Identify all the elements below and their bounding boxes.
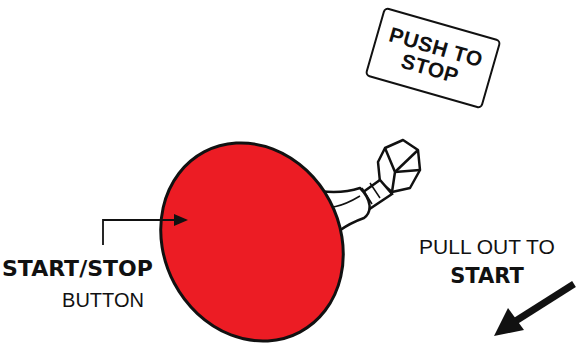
instruction-note: START <box>450 266 524 287</box>
part-name: START/STOP <box>2 258 153 280</box>
instruction-card: PUSH TO STOP <box>364 7 501 110</box>
instruction-note: PULL OUT TO <box>419 236 555 257</box>
leader-arrowhead <box>174 214 188 226</box>
leader-line <box>103 220 178 245</box>
card-text: PUSH TO STOP <box>378 23 488 94</box>
pull-direction-arrow <box>494 284 574 336</box>
red-mushroom-cap <box>126 111 377 344</box>
part-name: BUTTON <box>62 290 144 310</box>
